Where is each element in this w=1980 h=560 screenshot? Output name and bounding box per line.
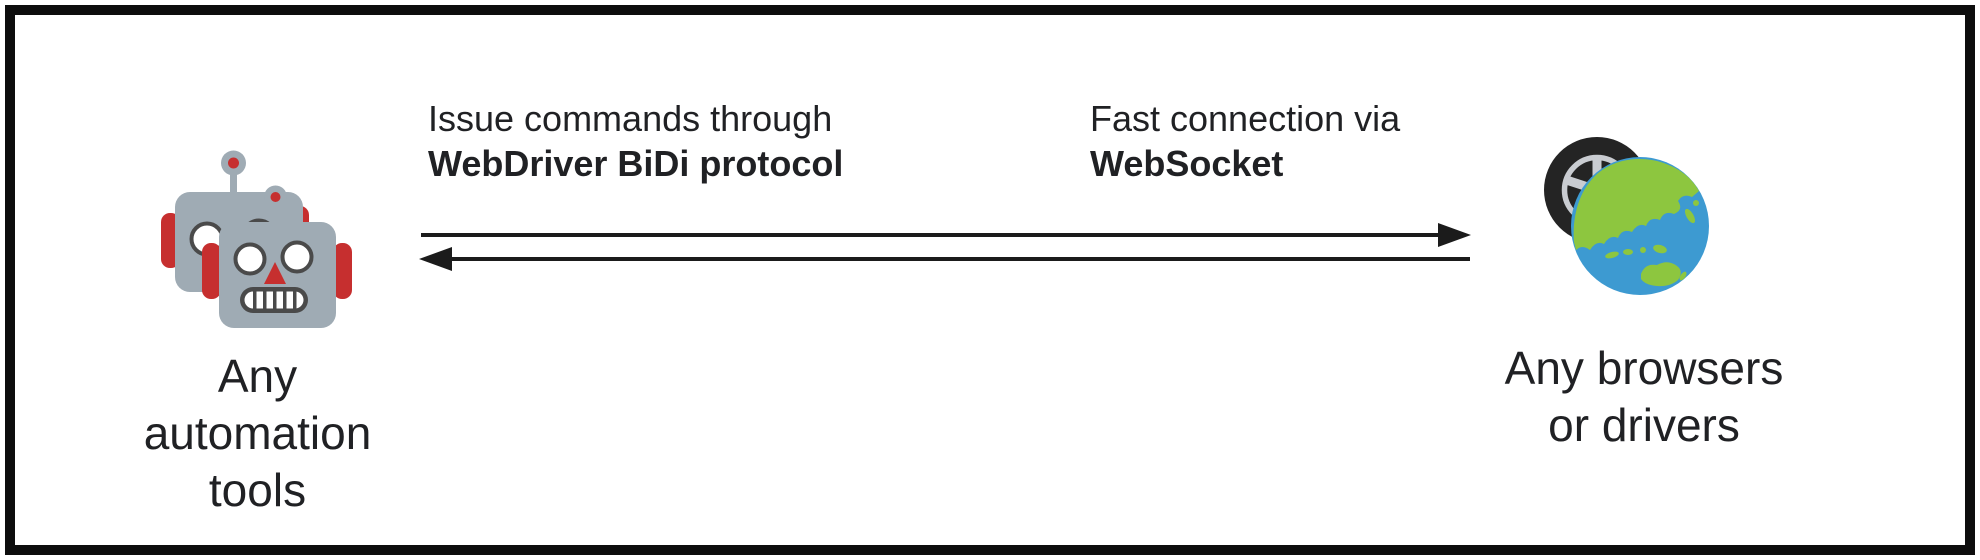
caption-line: or drivers <box>1548 399 1740 451</box>
annotation-bold-line: WebDriver BiDi protocol <box>428 143 844 184</box>
annotation-bold-line: WebSocket <box>1090 143 1284 184</box>
annotation-regular-line: Fast connection via <box>1090 98 1401 139</box>
right-node-caption: Any browsers or drivers <box>1464 340 1824 454</box>
globe-land-island <box>1693 200 1699 206</box>
command-annotation: Issue commands through WebDriver BiDi pr… <box>428 96 843 186</box>
globe-land-island <box>1679 271 1687 281</box>
robots-icon <box>161 150 352 328</box>
caption-line: tools <box>208 464 307 516</box>
arrow-right <box>421 223 1471 247</box>
robot-eye <box>233 242 267 276</box>
left-node-caption: Any automation tools <box>95 348 420 519</box>
robot-ear <box>333 243 352 299</box>
annotation-regular-line: Issue commands through <box>428 98 833 139</box>
globe-land-island <box>1653 244 1667 254</box>
robot-nose <box>264 262 286 284</box>
caption-line: Any <box>217 350 298 402</box>
antenna-dot <box>270 192 281 202</box>
bidi-arrows <box>419 223 1471 271</box>
robot-mouth <box>240 287 308 313</box>
globe-land-island <box>1605 251 1619 259</box>
globe <box>1571 157 1709 295</box>
globe-land-asia <box>1573 158 1699 250</box>
globe-land-australia <box>1641 262 1681 287</box>
caption-line: automation <box>143 407 372 459</box>
globe-tire-icon <box>1544 137 1709 295</box>
robot-ear <box>202 243 221 299</box>
connection-annotation: Fast connection via WebSocket <box>1090 96 1400 186</box>
front-robot <box>202 185 352 328</box>
robot-eye <box>280 240 314 274</box>
antenna-dot <box>228 157 239 169</box>
globe-land-island <box>1623 249 1633 255</box>
arrow-left <box>419 247 1470 271</box>
globe-land-island <box>1640 247 1646 253</box>
antenna-stem <box>230 163 237 197</box>
caption-line: Any browsers <box>1504 342 1784 394</box>
globe-land-island <box>1684 208 1696 224</box>
antenna-stem <box>272 198 279 228</box>
